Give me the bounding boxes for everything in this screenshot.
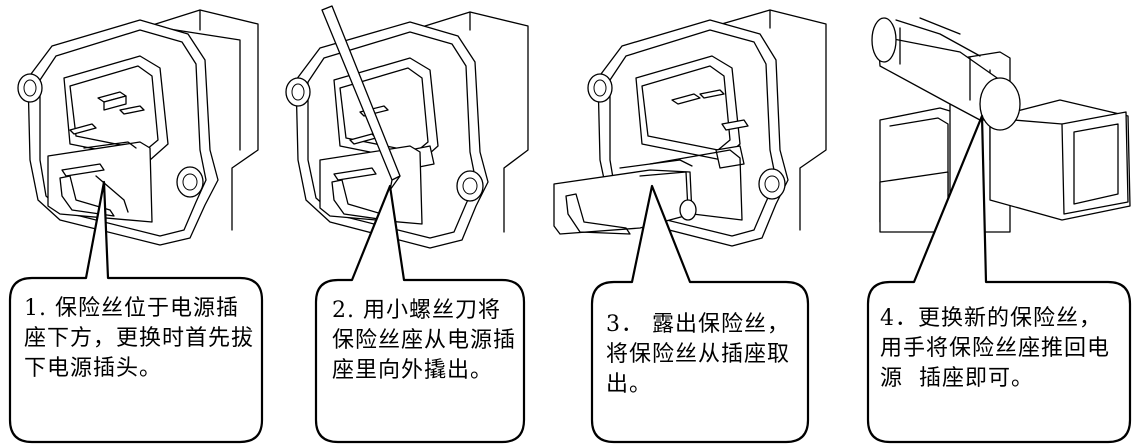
panel-1-socket-drawing (17, 9, 259, 246)
panel-2-socket-drawing (285, 5, 529, 249)
mounting-hole-left (285, 77, 311, 107)
panel-4-fuse-drawing (871, 17, 1131, 233)
panel-3-socket-drawing (553, 9, 827, 247)
step-2-caption: 2. 用小螺丝刀将保险丝座从电源插座里向外撬出。 (332, 298, 517, 383)
step-1-caption: 1. 保险丝位于电源插座下方，更换时首先拔下电源插头。 (24, 296, 255, 381)
callout-2-bubble (314, 184, 526, 444)
callout-3-bubble (590, 184, 810, 444)
mounting-hole-left (17, 73, 43, 103)
mounting-hole-right (456, 170, 484, 202)
mounting-hole-left (587, 73, 613, 103)
mounting-hole-right (758, 168, 786, 200)
step-3-caption: 3． 露出保险丝，将保险丝从插座取出。 (606, 312, 791, 397)
callout-4-bubble (866, 114, 1132, 444)
callout-1-bubble (8, 180, 264, 444)
mounting-hole-right (176, 166, 204, 198)
step-4-caption: 4．更换新的保险丝，用手将保险丝座推回电源 插座即可。 (880, 306, 1111, 391)
